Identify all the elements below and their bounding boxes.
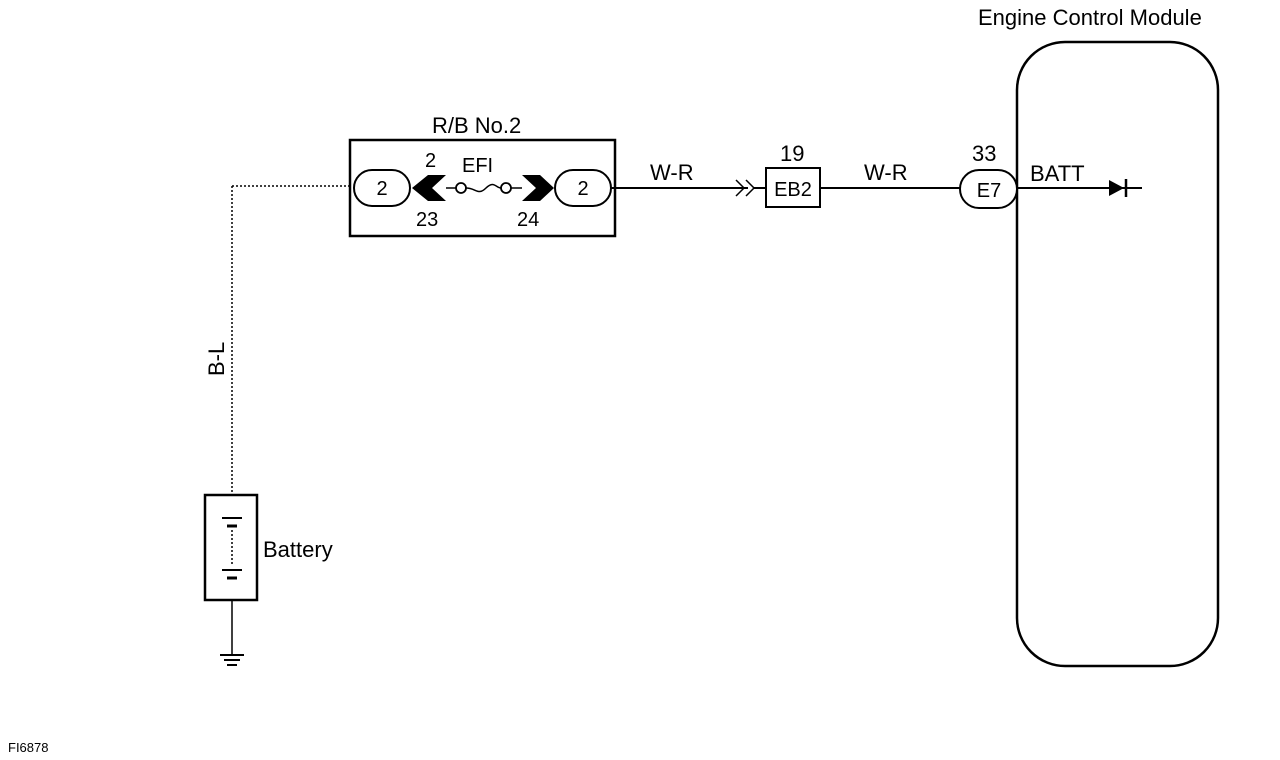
diode-icon xyxy=(1109,180,1124,196)
ecm-body xyxy=(1015,40,1220,668)
ecm-batt-label: BATT xyxy=(1030,161,1085,186)
battery-box xyxy=(203,493,259,602)
left-pin-arrow-icon xyxy=(412,175,446,201)
fuse-terminal-left xyxy=(455,182,467,194)
ecm-connector-pin-number: 33 xyxy=(972,141,996,166)
junction-name: EB2 xyxy=(774,179,812,201)
wire-w-r-1-label: W-R xyxy=(650,160,694,185)
relay-left-connector-label: 2 xyxy=(376,178,387,200)
fuse-icon xyxy=(465,183,502,193)
junction-pin-number: 19 xyxy=(780,141,804,166)
wire-b-l-label: B-L xyxy=(204,342,229,376)
figure-id: FI6878 xyxy=(8,740,48,755)
right-pin-arrow-icon xyxy=(522,175,554,201)
connector-arrow-icon xyxy=(735,179,746,197)
junction-eb2-box xyxy=(765,167,821,208)
fuse-terminal-right xyxy=(500,182,512,194)
left-pin-top-number: 2 xyxy=(425,150,436,172)
left-pin-bottom-number: 23 xyxy=(416,209,438,231)
wire-w-r-2-label: W-R xyxy=(864,160,908,185)
relay-right-connector-label: 2 xyxy=(577,178,588,200)
ground-icon xyxy=(220,654,244,666)
ecm-connector-name: E7 xyxy=(977,180,1001,202)
relay-left-connector xyxy=(353,169,411,207)
fuse-label: EFI xyxy=(462,155,493,177)
relay-block-title: R/B No.2 xyxy=(432,113,521,138)
right-pin-bottom-number: 24 xyxy=(517,209,539,231)
battery-label: Battery xyxy=(263,537,333,562)
ecm-title: Engine Control Module xyxy=(978,5,1202,30)
